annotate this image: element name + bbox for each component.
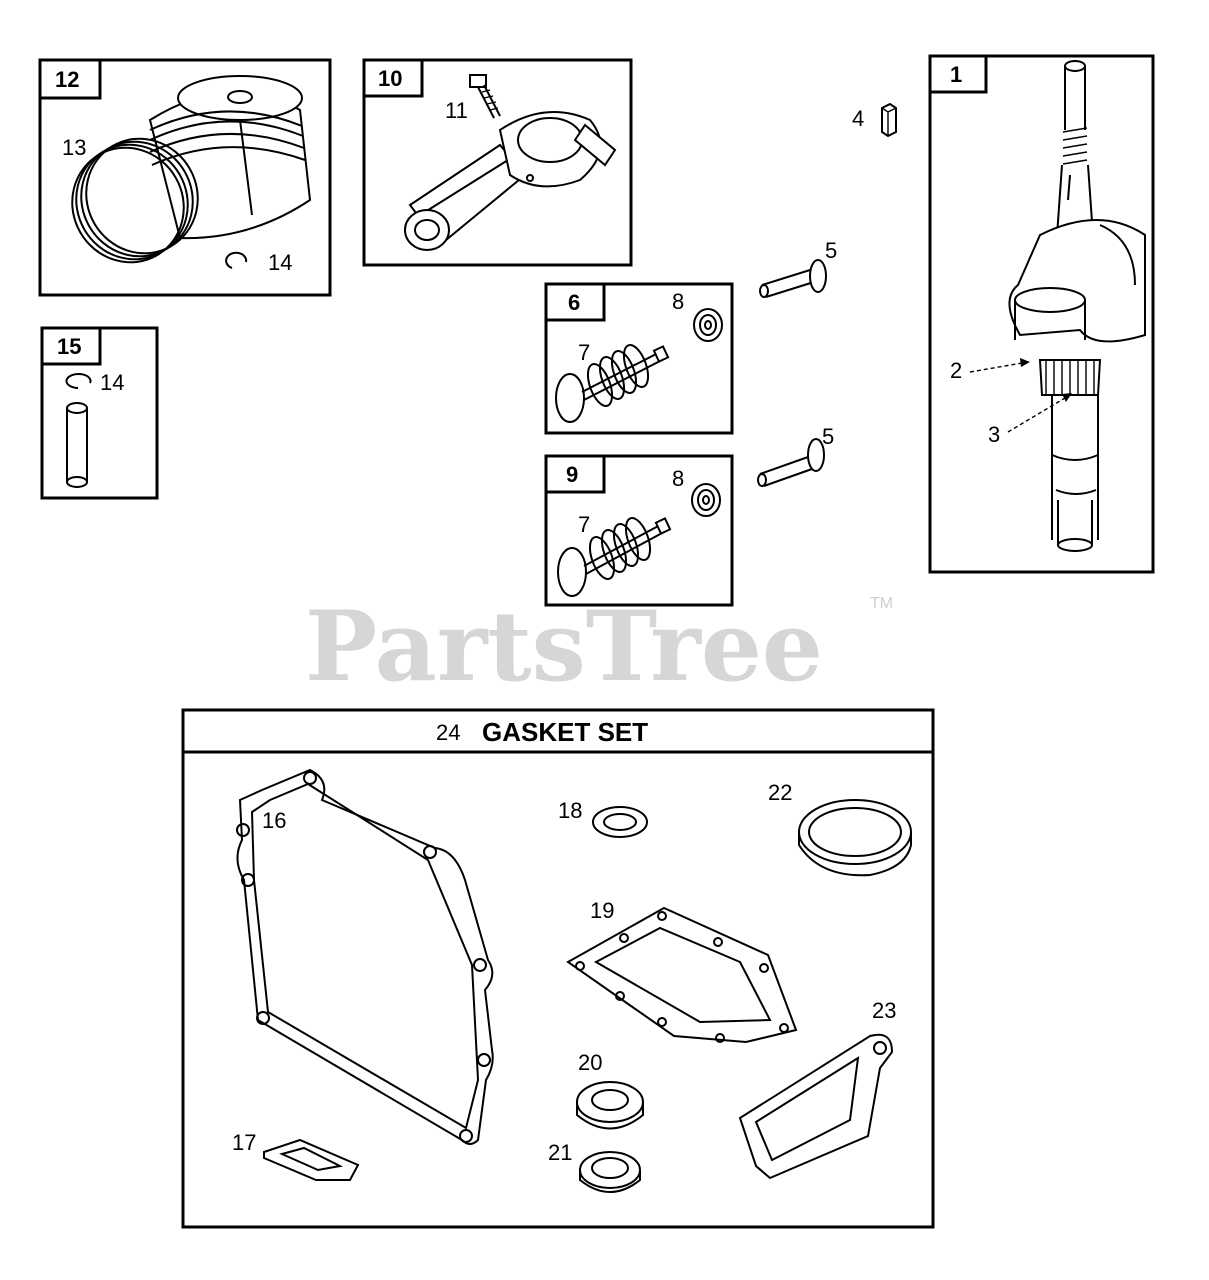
- callout-13: 13: [62, 135, 86, 160]
- box-1-crankshaft[interactable]: 1 2 3: [928, 54, 1155, 574]
- box-12-number: 12: [55, 67, 79, 92]
- box-6-valve[interactable]: 6 8 7: [544, 282, 734, 435]
- box-1-tab: [928, 54, 988, 94]
- box-9-tab: [544, 454, 606, 494]
- callout-5-a: 5: [825, 238, 837, 263]
- callout-2: 2: [950, 358, 962, 383]
- circlip-14-drawing-b: [65, 373, 92, 389]
- callout-22: 22: [768, 780, 792, 805]
- valve-spring-7-drawing-b: [557, 517, 672, 597]
- bolt-11-drawing: [469, 74, 501, 119]
- piston-drawing: [71, 75, 312, 264]
- callout-5-b: 5: [822, 424, 834, 449]
- gasket-set-title: GASKET SET: [482, 717, 648, 747]
- callout-16: 16: [262, 808, 286, 833]
- box-15-piston-pin[interactable]: 15 14: [40, 326, 159, 500]
- watermark-trademark: TM: [870, 595, 893, 612]
- gasket-set-number: 24: [436, 720, 460, 745]
- box-10-connecting-rod[interactable]: 10 11: [362, 58, 633, 267]
- part-5-tappet-b[interactable]: 5: [757, 424, 834, 487]
- callout-7-b: 7: [578, 512, 590, 537]
- watermark-brand: PartsTree: [305, 590, 823, 703]
- gasket-22[interactable]: 22: [768, 780, 912, 877]
- box-9-number: 9: [566, 462, 578, 487]
- gasket-16[interactable]: 16: [236, 768, 494, 1145]
- key-4-drawing: [881, 102, 897, 138]
- box-6-tab: [544, 282, 606, 322]
- retainer-8-drawing-a: [693, 308, 723, 342]
- callout-11: 11: [445, 98, 468, 123]
- callout-8-b: 8: [672, 466, 684, 491]
- oil-seal-20[interactable]: 20: [576, 1050, 644, 1130]
- callout-3: 3: [988, 422, 1000, 447]
- callout-4: 4: [852, 106, 864, 131]
- callout-14-a: 14: [268, 250, 292, 275]
- callout-17: 17: [232, 1130, 256, 1155]
- callout-23: 23: [872, 998, 896, 1023]
- gasket-18[interactable]: 18: [558, 798, 648, 838]
- box-15-tab: [40, 326, 102, 366]
- box-24-gasket-set[interactable]: 24 GASKET SET 16 17 18: [181, 708, 935, 1229]
- callout-19: 19: [590, 898, 614, 923]
- box-12-piston[interactable]: 12 13 14: [38, 58, 332, 297]
- watermark: PartsTree TM: [305, 590, 893, 703]
- retainer-8-drawing-b: [691, 483, 721, 517]
- callout-14-b: 14: [100, 370, 124, 395]
- box-9-valve[interactable]: 9 8 7: [544, 454, 734, 607]
- gasket-19[interactable]: 19: [566, 898, 798, 1044]
- crankshaft-drawing: [1008, 60, 1146, 552]
- callout-21: 21: [548, 1140, 572, 1165]
- connecting-rod-drawing: [404, 111, 617, 251]
- callout-7-a: 7: [578, 340, 590, 365]
- callout-20: 20: [578, 1050, 602, 1075]
- gasket-23[interactable]: 23: [738, 998, 896, 1180]
- circlip-14-drawing: [225, 251, 248, 269]
- valve-spring-7-drawing-a: [555, 344, 670, 423]
- part-5-tappet-a[interactable]: 5: [759, 238, 837, 298]
- callout-18: 18: [558, 798, 582, 823]
- part-4-key[interactable]: 4: [852, 102, 897, 138]
- callout-8-a: 8: [672, 289, 684, 314]
- box-10-number: 10: [378, 66, 402, 91]
- box-12-tab: [38, 58, 102, 100]
- box-15-number: 15: [57, 334, 81, 359]
- box-10-tab: [362, 58, 424, 98]
- box-1-number: 1: [950, 62, 962, 87]
- gasket-17[interactable]: 17: [232, 1130, 360, 1181]
- box-6-number: 6: [568, 290, 580, 315]
- oil-seal-21[interactable]: 21: [548, 1140, 641, 1193]
- piston-pin-drawing: [66, 402, 88, 488]
